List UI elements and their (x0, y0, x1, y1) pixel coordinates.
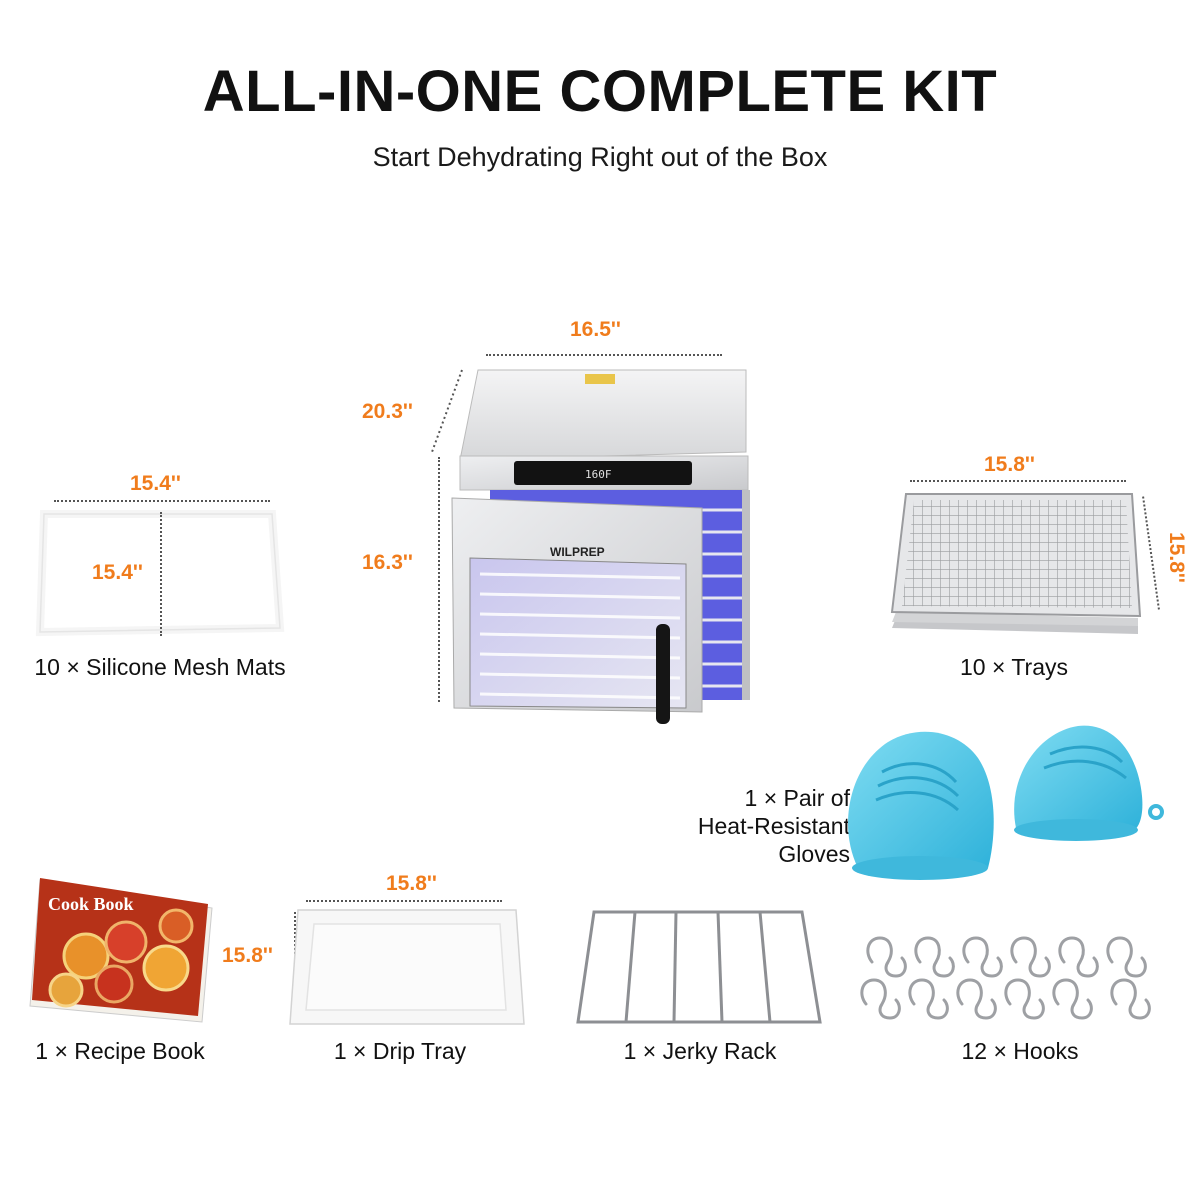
drip-tray-width-line (306, 900, 502, 902)
trays-width-line (910, 480, 1126, 482)
brand-logo: WILPREP (550, 545, 605, 559)
display-readout: 160F (585, 468, 612, 481)
jerky-rack-image (576, 910, 822, 1024)
trays-height-label: 15.8'' (1165, 532, 1188, 583)
trays-image (890, 493, 1142, 634)
trays-caption: 10 × Trays (959, 654, 1069, 680)
gloves-caption-line1: 1 × Pair of (744, 785, 850, 811)
page-title: ALL-IN-ONE COMPLETE KIT (202, 59, 998, 124)
trays-width-label: 15.8'' (984, 453, 1035, 476)
mesh-mats-width-line (54, 500, 270, 502)
drip-tray-height-label: 15.8'' (222, 944, 273, 967)
recipe-book-caption: 1 × Recipe Book (35, 1038, 205, 1064)
page-subtitle: Start Dehydrating Right out of the Box (372, 142, 828, 172)
gloves-image (848, 725, 1164, 880)
dehydrator-width-label: 16.5'' (570, 318, 621, 341)
recipe-book-cover-title: Cook Book (48, 894, 134, 914)
drip-tray-image (289, 909, 525, 1025)
recipe-book-image: Cook Book (29, 878, 213, 1023)
mesh-mats-height-label: 15.4'' (92, 561, 143, 584)
gloves-caption-line3: Gloves (778, 841, 850, 867)
hooks-image (860, 936, 1151, 1020)
dehydrator-image: 160F WILPREP (451, 369, 750, 724)
dehydrator-height-line (438, 457, 440, 702)
gloves-caption: 1 × Pair of Heat-Resistant Gloves (640, 784, 850, 868)
drip-tray-width-label: 15.8'' (386, 872, 437, 895)
mesh-mats-height-line (160, 512, 162, 636)
dehydrator-width-line (486, 354, 722, 356)
mesh-mats-width-label: 15.4'' (130, 472, 181, 495)
gloves-caption-line2: Heat-Resistant (697, 813, 850, 839)
jerky-rack-caption: 1 × Jerky Rack (623, 1038, 777, 1064)
mesh-mats-caption: 10 × Silicone Mesh Mats (34, 654, 286, 680)
hooks-caption: 12 × Hooks (961, 1038, 1079, 1064)
drip-tray-caption: 1 × Drip Tray (333, 1038, 467, 1064)
dehydrator-depth-label: 20.3'' (362, 400, 413, 423)
dehydrator-height-label: 16.3'' (362, 551, 413, 574)
